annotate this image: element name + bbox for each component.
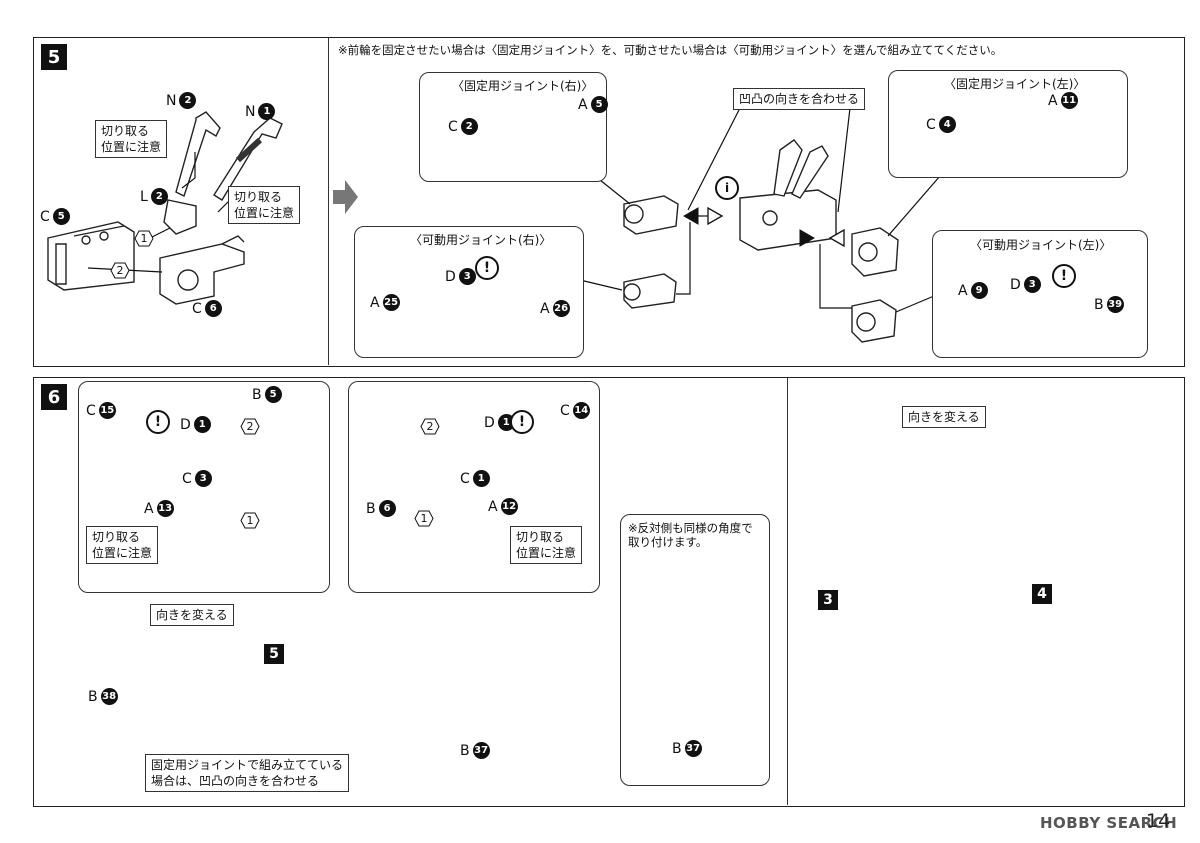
callout-fixed-note: 固定用ジョイントで組み立てている 場合は、凹凸の向きを合わせる xyxy=(145,754,350,793)
step-number-6: 6 xyxy=(41,384,67,410)
box-movable-left xyxy=(932,230,1148,358)
box-fixed-left xyxy=(888,70,1128,178)
top-note: ※前輪を固定させたい場合は〈固定用ジョイント〉を、可動させたい場合は〈可動用ジョ… xyxy=(338,43,1003,57)
hex-step-1: 1 xyxy=(134,230,154,247)
callout-turn-2: 向きを変える xyxy=(902,406,986,429)
step5-divider xyxy=(328,38,329,365)
step-ref-4: 4 xyxy=(1032,584,1052,604)
attention-icon-1: ! xyxy=(475,256,499,280)
page-number: 14 xyxy=(1146,810,1171,832)
hex-6-1b: 1 xyxy=(414,510,434,527)
step-ref-5: 5 xyxy=(264,644,284,664)
attention-icon-4: ! xyxy=(510,410,534,434)
hex-6-2b: 2 xyxy=(420,418,440,435)
callout-align: 凹凸の向きを合わせる xyxy=(733,88,866,111)
step6-divider xyxy=(787,378,788,805)
label-movable-right: 〈可動用ジョイント(右)〉 xyxy=(410,233,552,247)
attention-icon-3: ! xyxy=(146,410,170,434)
attention-icon-2: ! xyxy=(1052,264,1076,288)
cut-note-left: 切り取る 位置に注意 xyxy=(95,120,168,159)
cut-note-6-left: 切り取る 位置に注意 xyxy=(86,526,159,565)
hex-6-2a: 2 xyxy=(240,418,260,435)
label-movable-left: 〈可動用ジョイント(左)〉 xyxy=(970,238,1112,252)
label-fixed-right: 〈固定用ジョイント(右)〉 xyxy=(452,79,594,93)
hobby-search-logo: HOBBY SEARCH xyxy=(1040,814,1178,832)
hex-6-1a: 1 xyxy=(240,512,260,529)
step-ref-3: 3 xyxy=(818,590,838,610)
callout-turn-1: 向きを変える xyxy=(150,604,234,627)
box-movable-right xyxy=(354,226,584,358)
note-other-side: ※反対側も同様の角度で 取り付けます。 xyxy=(628,521,753,549)
info-icon: i xyxy=(715,176,739,200)
hex-step-2: 2 xyxy=(110,262,130,279)
label-fixed-left: 〈固定用ジョイント(左)〉 xyxy=(944,77,1086,91)
box-fixed-right xyxy=(419,72,607,182)
cut-note-right: 切り取る 位置に注意 xyxy=(228,186,301,225)
step-number-5: 5 xyxy=(41,44,67,70)
cut-note-6-right: 切り取る 位置に注意 xyxy=(510,526,583,565)
